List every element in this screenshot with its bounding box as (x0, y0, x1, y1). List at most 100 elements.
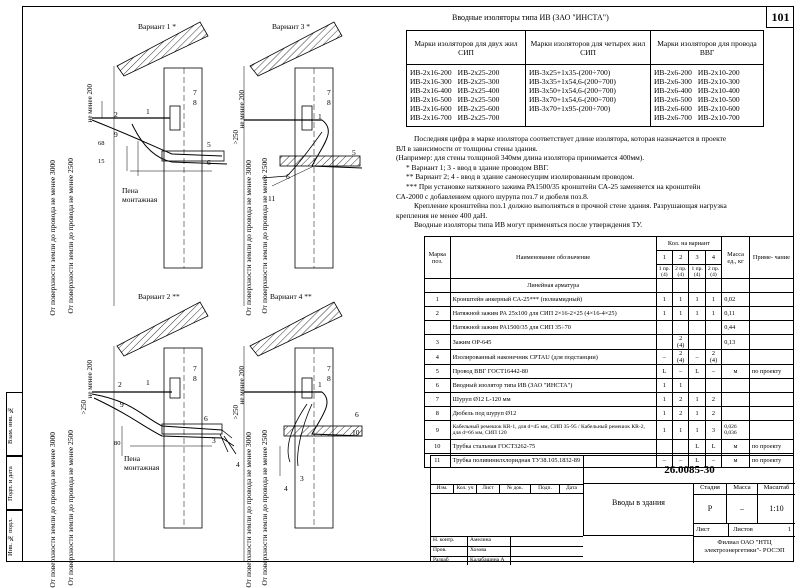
cell-q: 1 (688, 306, 706, 321)
table-row: 1 Кронштейн анкерный СА-25*** (полиамидн… (424, 292, 795, 307)
cell-note (748, 334, 795, 350)
cell-name: Кабельный ремешок КR-1, для d=45 мм, СИП… (449, 420, 657, 440)
bracket (301, 105, 313, 131)
mass-header: Масса (727, 484, 758, 494)
cell-q: 1 (672, 292, 690, 307)
table-row: 2 Натяжной зажим РА 25х100 для СИП 2×16-… (424, 306, 795, 321)
sheets-label: Листов (733, 526, 753, 533)
v3-callout-11: 11 (268, 194, 276, 203)
table-row: 4 Изолированный наконечник CPTAU (для по… (424, 349, 795, 365)
cell-q: 1 (672, 378, 690, 393)
bracket (169, 105, 181, 131)
note-line: Вводные изоляторы типа ИВ могут применят… (414, 220, 643, 230)
cell-q: 3 (704, 420, 723, 440)
spec-h-mass: Масса ед., кг (721, 236, 750, 279)
spec-section: Линейная арматура (449, 278, 657, 293)
table-row: 8 Дюбель под шуруп Ø12 1 2 1 2 (424, 406, 795, 421)
cell-n (424, 320, 451, 335)
v3-callout-5: 5 (352, 148, 356, 157)
list-item: ИВ-2х16-500 (410, 95, 452, 104)
cell-name: Вводный изолятор типа ИВ (ЗАО "ИНСТА") (449, 378, 657, 393)
cell-q: 1 (704, 292, 723, 307)
list-item: ИВ-2х10-500 (697, 95, 740, 104)
cell-q: L (688, 453, 706, 468)
v2-callout-7: 7 (193, 364, 197, 373)
organization: Филиал ОАО "НТЦ электроэнергетики"- РОСЭ… (693, 536, 795, 563)
cell-name: Натяжной зажим РА1500/35 для СИП 35÷70 (449, 320, 657, 335)
cell-m: 0,44 (721, 320, 750, 335)
cell-m: 0,13 (721, 334, 750, 350)
cell-q: 1 (655, 378, 674, 393)
v2-height-3000: От поверхности земли до провода не менее… (48, 432, 57, 588)
cell-q: 1 (688, 392, 706, 407)
v4-callout-1: 1 (318, 380, 322, 389)
list-item: ИВ-2х16-200 (410, 68, 452, 77)
list-item: ИВ-2х10-400 (697, 86, 740, 95)
cell-q: 2 (672, 392, 690, 407)
spec-h-var: 2 (672, 250, 690, 265)
cell-n: 2 (424, 306, 451, 321)
v4-height-2500: От поверхности земли до провода не менее… (260, 430, 269, 586)
cell-name: Трубка поливинилхлоридная ТУ38.105.1832-… (449, 453, 657, 468)
v2-callout-1: 1 (146, 378, 150, 387)
roof-eave (249, 21, 343, 77)
rev-col: № док. (500, 485, 531, 493)
v2-callout-3: 3 (212, 436, 216, 445)
v2-foam-1: Пена (124, 454, 141, 463)
cell-q (688, 320, 706, 335)
note-line: *** При установке натяжного зажима РА150… (406, 181, 701, 191)
v3-callout-1: 1 (318, 112, 322, 121)
cell-q: 1 (704, 306, 723, 321)
insulator-table: Марки изоляторов для двух жил СИП Марки … (406, 30, 764, 127)
cell-q (672, 320, 690, 335)
cell-q: 2 (672, 406, 690, 421)
cell-q: 2 (4) (672, 349, 690, 365)
table-row: 10 Трубка стальная ГОСТ3262-75 L L м по … (424, 439, 795, 454)
cell-note (748, 420, 795, 440)
list-item: ИВ-2х6-700 (654, 113, 692, 122)
steel-tube (283, 425, 363, 437)
list-item: ИВ-2х6-400 (654, 86, 692, 95)
cell-q: 1 (655, 306, 674, 321)
list-2x16: ИВ-2х16-200 ИВ-2х16-300 ИВ-2х16-400 ИВ-2… (410, 68, 452, 122)
cell-note (748, 320, 795, 335)
side-stamp-inv: Инв. № подл. (6, 510, 22, 562)
note-line: ** Вариант 2; 4 - ввод в здание самонесу… (406, 172, 635, 182)
side-stamp-inv-label: Инв. № подл. (7, 518, 14, 556)
insulator-header-2core: Марки изоляторов для двух жил СИП (406, 30, 526, 65)
v3-height-3000: От поверхности земли до провода не менее… (244, 160, 253, 316)
cell-n: 4 (424, 349, 451, 365)
v1-height-3000: От поверхности земли до провода не менее… (48, 160, 57, 316)
variant-2-title: Вариант 2 ** (138, 292, 180, 301)
v1-callout-6: 6 (207, 158, 211, 167)
spec-h-var: 3 (688, 250, 706, 265)
list-2x6: ИВ-2х6-200 ИВ-2х6-300 ИВ-2х6-400 ИВ-2х6-… (654, 68, 692, 122)
cell-n: 1 (424, 292, 451, 307)
v1-callout-5: 5 (207, 140, 211, 149)
side-stamp-sign: Подп. и дата (6, 456, 22, 510)
cell-n: 8 (424, 406, 451, 421)
cell-q: – (688, 349, 706, 365)
list-item: ИВ-2х25-700 (457, 113, 500, 122)
cell-note: по проекту (748, 439, 795, 454)
cell-name: Натяжной зажим РА 25х100 для СИП 2×16-2×… (449, 306, 657, 321)
variant-2-drawing (91, 301, 237, 562)
insulator-col-vvg: ИВ-2х6-200 ИВ-2х6-300 ИВ-2х6-400 ИВ-2х6-… (650, 64, 764, 127)
table-row: 7 Шуруп Ø12 L-120 мм 1 2 1 2 (424, 392, 795, 407)
v4-dim-200: не менее 200 (238, 366, 246, 405)
sheets-value: 1 (787, 526, 791, 533)
table-row: 3 Зажим ОР-645 2 (4) 0,13 (424, 334, 795, 350)
cell-m: м (721, 364, 750, 379)
cell-name: Дюбель под шуруп Ø12 (449, 406, 657, 421)
note-line: Крепление кронштейна поз.1 должно выполн… (414, 201, 727, 211)
v3-height-2500: От поверхности земли до провода не менее… (260, 158, 269, 314)
list-item: ИВ-2х25-400 (457, 86, 500, 95)
notes-block: Последняя цифра в марке изолятора соотве… (396, 134, 766, 230)
cell-m: 0,026 0,036 (721, 420, 750, 440)
cell-q: 2 (4) (672, 334, 690, 350)
list-item: ИВ-2х6-300 (654, 77, 692, 86)
insulator-col-2core: ИВ-2х16-200 ИВ-2х16-300 ИВ-2х16-400 ИВ-2… (406, 64, 526, 127)
scale-header: Масштаб (763, 484, 790, 491)
v4-callout-4: 4 (284, 484, 288, 493)
cell-m: 0,02 (721, 292, 750, 307)
